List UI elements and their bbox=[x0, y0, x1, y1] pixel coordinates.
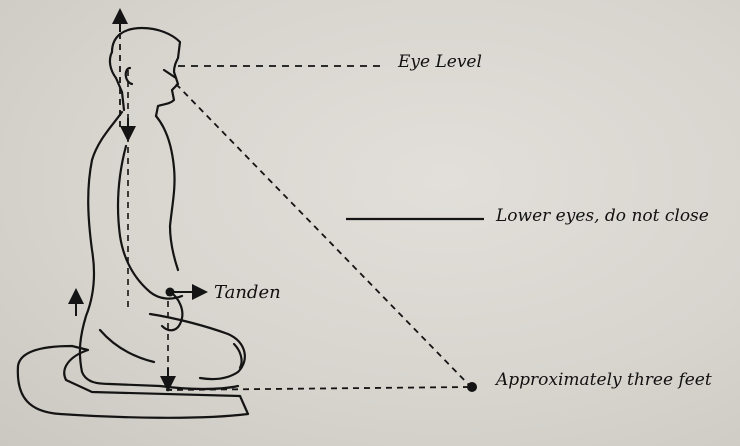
floor-distance-line bbox=[165, 386, 471, 391]
cushion bbox=[16, 344, 250, 419]
gaze-line bbox=[175, 83, 471, 387]
eye-level-label: Eye Level bbox=[398, 52, 482, 72]
focus-point bbox=[467, 382, 477, 392]
lower-eyes-label: Lower eyes, do not close bbox=[496, 206, 709, 226]
tanden-label: Tanden bbox=[214, 282, 281, 303]
distance-label: Approximately three feet bbox=[496, 370, 712, 390]
seated-figure bbox=[78, 26, 246, 391]
tanden-point bbox=[165, 287, 175, 297]
